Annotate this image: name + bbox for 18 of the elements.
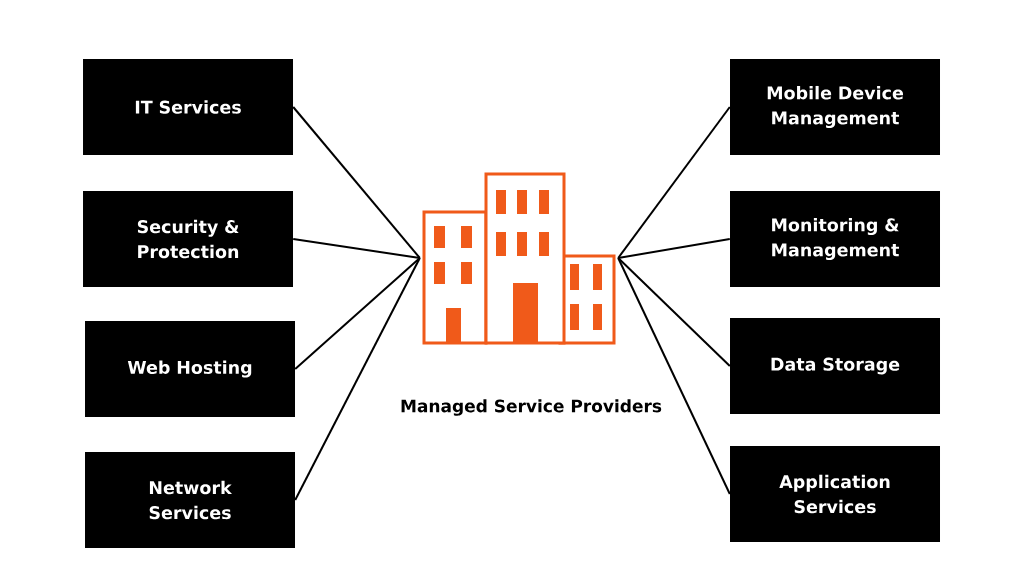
service-box: Data Storage <box>730 318 940 414</box>
connector-line <box>617 257 731 367</box>
connector-line <box>294 257 421 501</box>
service-box: Security & Protection <box>83 191 293 287</box>
connector-line <box>292 238 421 259</box>
service-box: Application Services <box>730 446 940 542</box>
connector-line <box>294 257 421 370</box>
service-box: Mobile Device Management <box>730 59 940 155</box>
node-label: Managed Service Providers <box>401 399 662 416</box>
connector-line <box>617 238 731 259</box>
service-box: Web Hosting <box>85 321 295 417</box>
connector-line <box>617 106 731 259</box>
service-box: Network Services <box>85 452 295 548</box>
building-drawing <box>422 172 616 345</box>
service-box: IT Services <box>83 59 293 155</box>
connector-line <box>617 257 731 495</box>
connector-line <box>292 106 421 259</box>
service-box: Monitoring & Management <box>730 191 940 287</box>
